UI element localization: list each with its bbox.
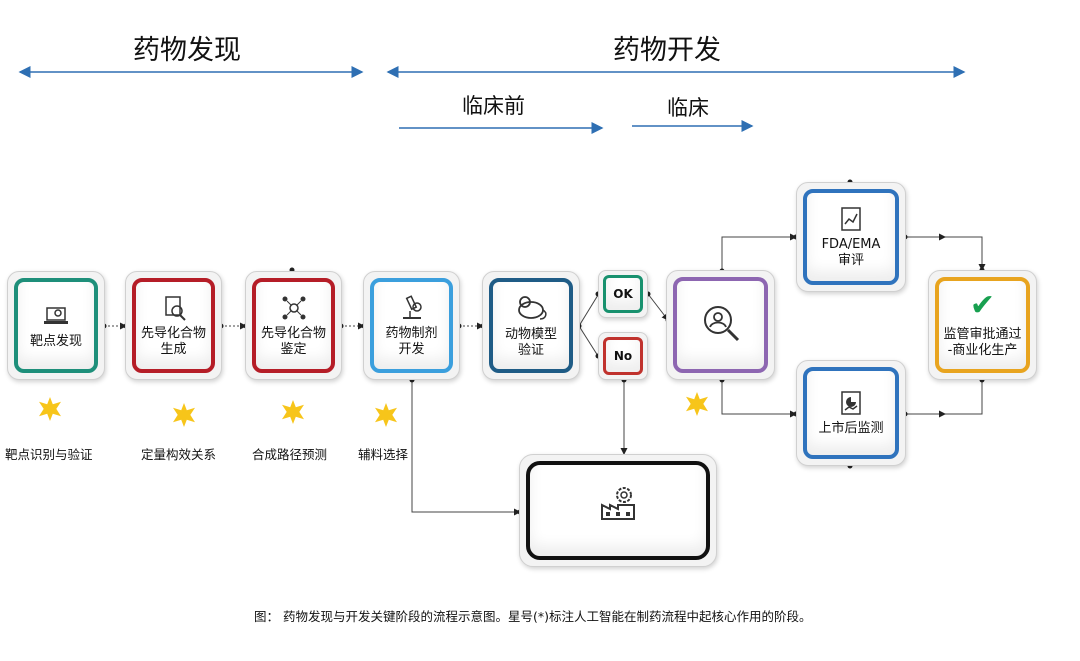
node-clinical-trial[interactable] [666,270,775,380]
node-lead-identification[interactable]: 先导化合物 鉴定 [245,271,342,380]
phase-clinical-title: 临床 [667,96,709,120]
magnifier-document-icon [164,295,186,321]
node-fda-ema-label: FDA/EMA 审评 [821,237,881,268]
node-post-market[interactable]: 上市后监测 [796,360,906,466]
microscope-icon [402,294,422,319]
ai-star-icon [375,403,397,427]
ai-star-icon [173,403,195,427]
phase-preclinical-title: 临床前 [462,94,525,118]
phase-discovery-title: 药物发现 [133,35,241,66]
node-fda-ema[interactable]: FDA/EMA 审评 [796,182,906,292]
node-lead-identification-label: 先导化合物 鉴定 [260,325,326,357]
ai-label-excipient: 辅料选择 [358,447,409,462]
phase-development-title: 药物开发 [613,35,721,66]
checkmark-icon: ✔ [969,288,996,323]
node-formulation[interactable]: 药物制剂 开发 [363,271,460,380]
laptop-gear-icon [44,306,68,324]
mouse-icon [518,295,547,320]
node-lead-generation-label: 先导化合物 生成 [140,325,206,357]
molecule-network-icon [282,296,305,319]
node-post-market-label: 上市后监测 [818,421,884,436]
node-target-discovery-label: 靶点发现 [29,333,82,349]
ai-label-synthesis: 合成路径预测 [252,447,328,462]
ai-star-icon [686,392,708,416]
node-animal-model-label: 动物模型 验证 [504,326,557,358]
report-chart-icon [841,207,861,231]
ai-star-icon [39,397,61,421]
node-formulation-label: 药物制剂 开发 [385,325,438,357]
node-target-discovery[interactable]: 靶点发现 [7,271,105,380]
node-ok[interactable]: OK [598,270,648,318]
node-animal-model[interactable]: 动物模型 验证 [482,271,580,380]
figure-caption: 图： 药物发现与开发关键阶段的流程示意图。星号(*)标注人工智能在制药流程中起核… [254,609,812,624]
node-manufacturing[interactable] [519,454,717,567]
pie-report-icon [841,391,861,415]
node-ok-label: OK [613,287,633,301]
node-no-label: No [613,349,633,363]
ai-star-icon [282,400,304,424]
person-search-icon [703,306,739,342]
ai-label-qsar: 定量构效关系 [141,447,217,462]
factory-gear-icon [601,487,635,520]
node-approval-label: 监管审批通过 -商业化生产 [943,327,1022,358]
node-no[interactable]: No [598,332,648,380]
ai-label-target-id: 靶点识别与验证 [5,447,93,462]
node-lead-generation[interactable]: 先导化合物 生成 [125,271,222,380]
node-approval[interactable]: ✔ 监管审批通过 -商业化生产 [928,270,1037,380]
